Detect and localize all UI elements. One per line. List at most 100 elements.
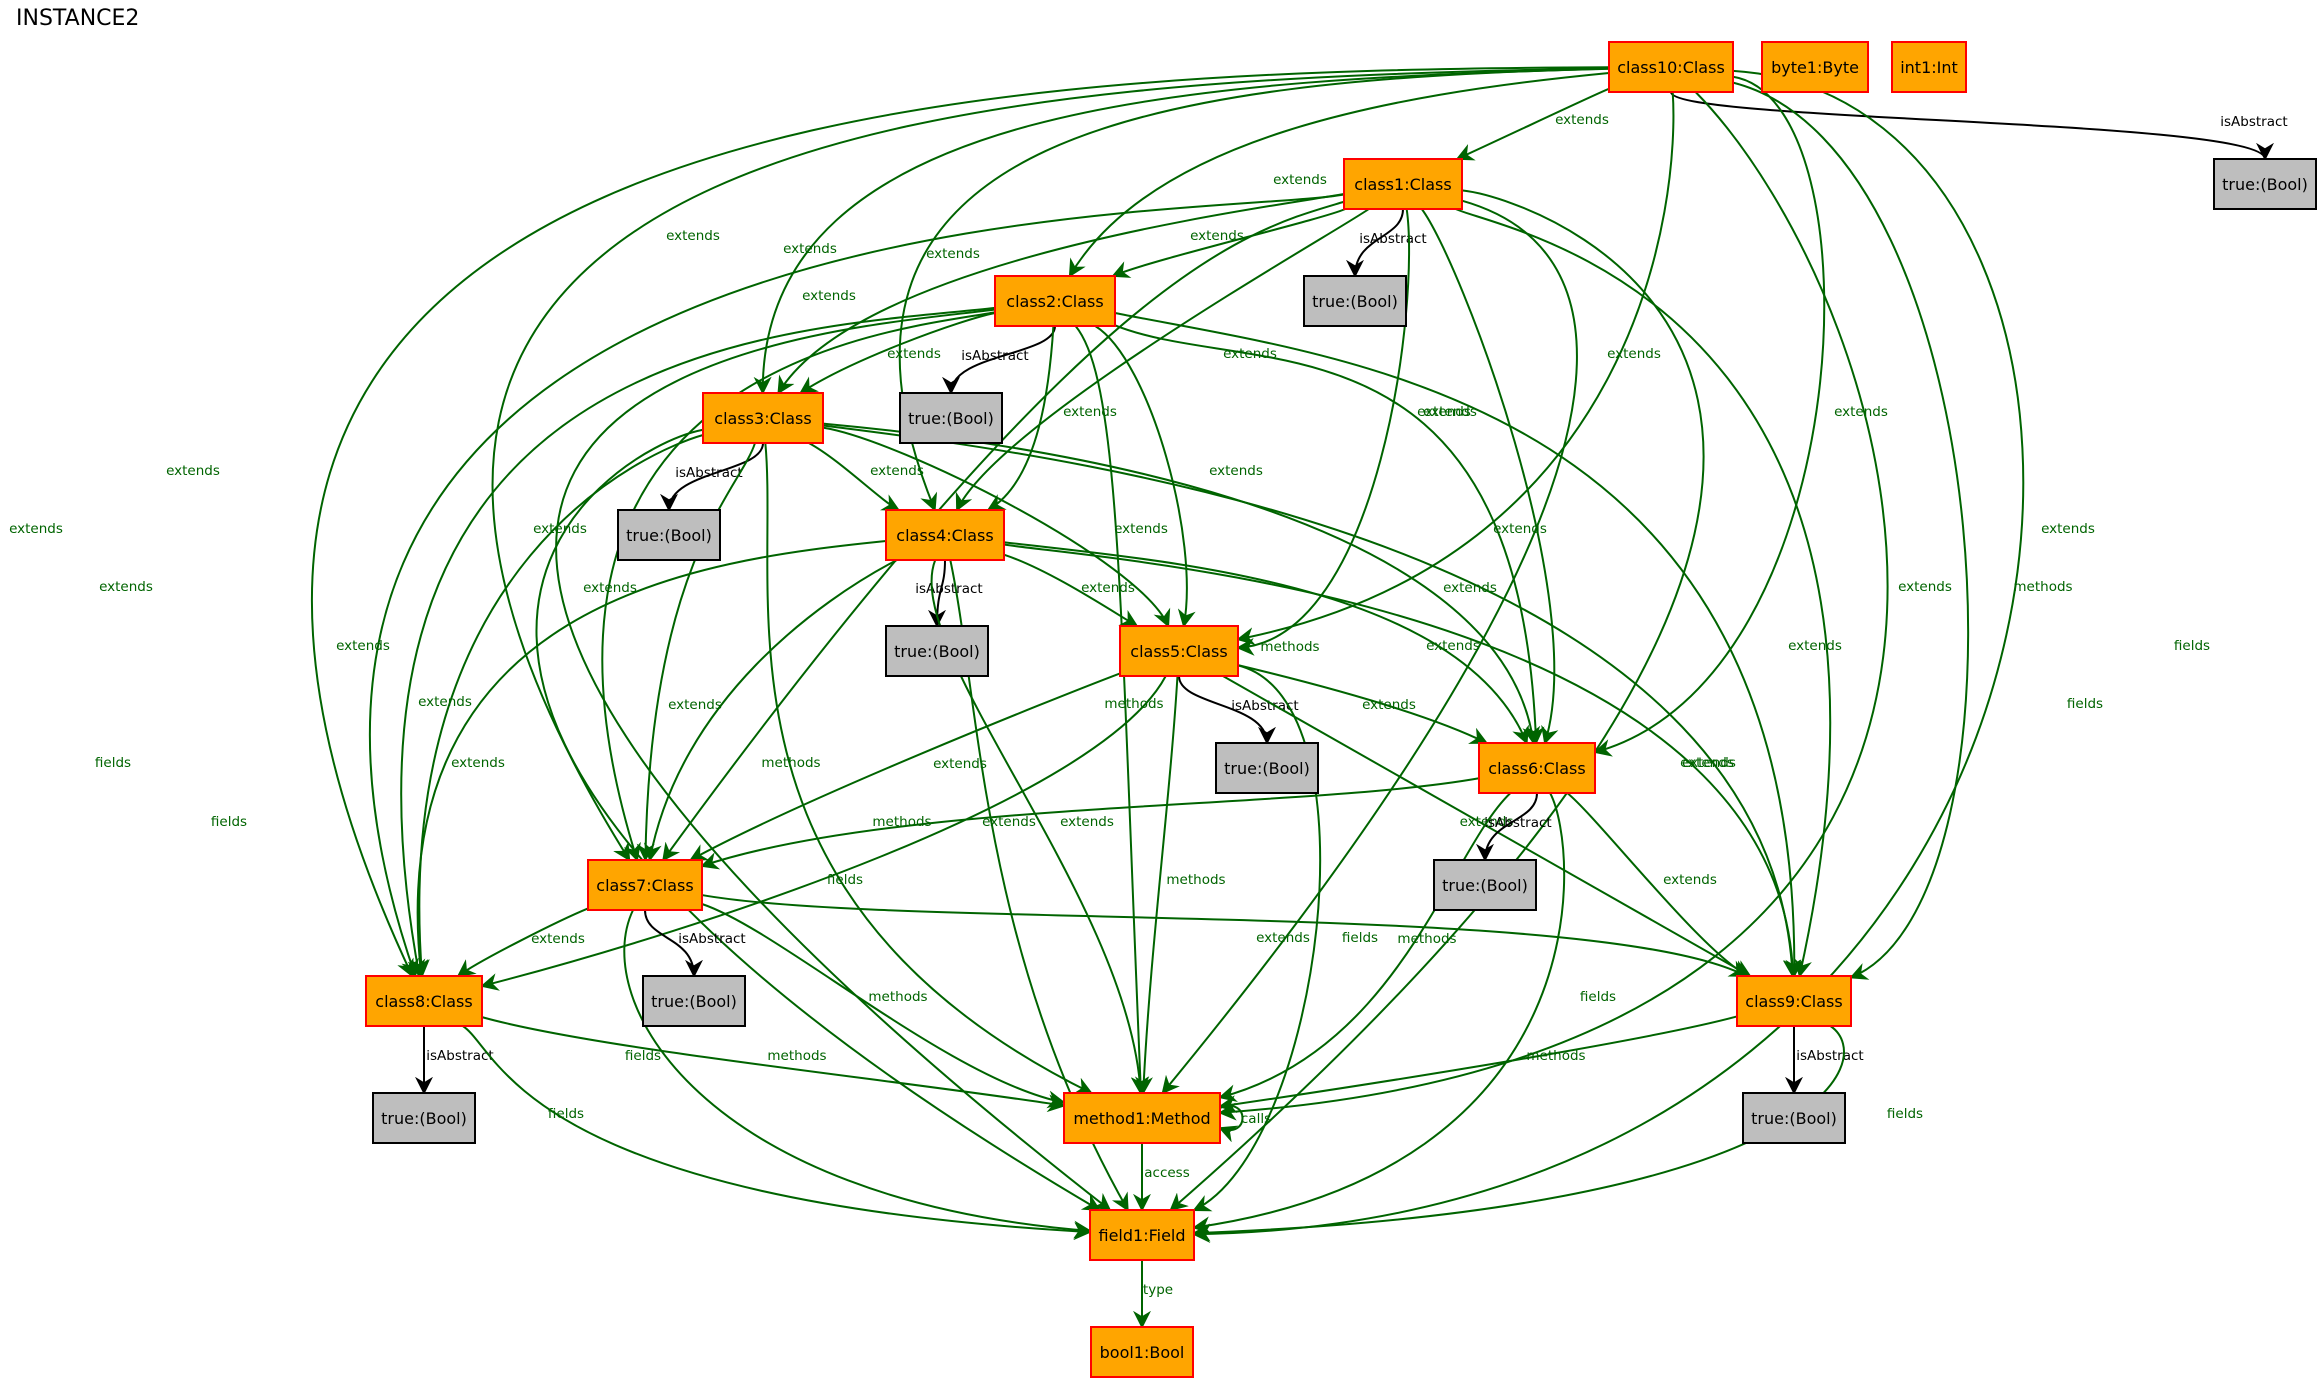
edge-line	[1218, 1105, 1244, 1143]
node-class2[interactable]: class2:Class	[994, 275, 1116, 327]
edge-line	[1455, 87, 1610, 161]
edge-line	[636, 442, 756, 862]
edge-line	[1134, 675, 1179, 1095]
node-b3[interactable]: true:(Bool)	[617, 509, 721, 561]
edge-class6-fields-field1: fields	[1192, 792, 1616, 1235]
node-bool1[interactable]: bool1:Bool	[1090, 1326, 1194, 1378]
edge-class1-extends-class8: extends	[99, 193, 1345, 978]
node-label: class10:Class	[1617, 58, 1725, 77]
edge-line	[1218, 792, 1512, 1102]
node-label: class4:Class	[896, 526, 993, 545]
edge-class4-extends-class6: extends	[1003, 541, 1529, 745]
node-b4[interactable]: true:(Bool)	[885, 625, 989, 677]
node-label: int1:Int	[1900, 58, 1958, 77]
edge-label: extends	[870, 463, 924, 479]
edge-class5-extends-class7: extends	[689, 672, 1121, 861]
node-label: class3:Class	[714, 409, 811, 428]
edge-class1-isAbstract-b1: isAbstract	[1346, 208, 1427, 278]
edge-class4-extends-class7: extends	[643, 559, 898, 862]
edge-line	[1732, 81, 1970, 980]
node-b5[interactable]: true:(Bool)	[1215, 742, 1319, 794]
edge-label: extends	[2041, 521, 2095, 537]
edge-line	[1068, 71, 1610, 278]
node-method1[interactable]: method1:Method	[1063, 1092, 1221, 1144]
edge-line	[1192, 69, 2025, 1243]
edge-line	[623, 909, 1092, 1239]
edge-label: methods	[767, 1048, 826, 1064]
edge-line	[701, 894, 1748, 977]
edge-class5-fields-field1: fields	[1192, 664, 1378, 1212]
node-box	[617, 509, 721, 561]
node-b1[interactable]: true:(Bool)	[1303, 275, 1407, 327]
edge-class6-extends-class9: extends	[1566, 792, 1750, 977]
node-class9[interactable]: class9:Class	[1736, 975, 1852, 1027]
node-field1[interactable]: field1:Field	[1089, 1209, 1195, 1261]
node-class8[interactable]: class8:Class	[365, 975, 483, 1027]
edge-label: extends	[451, 755, 505, 771]
edge-label: extends	[531, 931, 585, 947]
edge-label: extends	[783, 241, 837, 257]
node-box	[2213, 158, 2317, 210]
edge-class3-extends-class8: extends	[411, 434, 704, 978]
edge-label: isAbstract	[1359, 231, 1426, 247]
edge-class2-extends-class6: extends	[1114, 324, 1547, 745]
edge-label: methods	[868, 989, 927, 1005]
edge-line	[1114, 312, 1804, 978]
node-b6[interactable]: true:(Bool)	[1433, 859, 1537, 911]
edge-class7-fields-field1: fields	[623, 909, 1092, 1239]
node-b10[interactable]: true:(Bool)	[2213, 158, 2317, 210]
node-label: true:(Bool)	[626, 526, 712, 545]
node-box	[1303, 275, 1407, 327]
node-class10[interactable]: class10:Class	[1608, 41, 1734, 93]
node-class4[interactable]: class4:Class	[885, 509, 1005, 561]
edge-label: extends	[1555, 112, 1609, 128]
node-b7[interactable]: true:(Bool)	[642, 975, 746, 1027]
edge-class7-extends-class9: extends	[701, 894, 1748, 977]
edge-class3-extends-class9: extends	[822, 424, 1801, 978]
node-b2[interactable]: true:(Bool)	[899, 392, 1003, 444]
edge-line	[1003, 553, 1139, 627]
node-label: class7:Class	[596, 876, 693, 895]
edge-class10-extends-class8: extends	[9, 66, 1610, 978]
node-class1[interactable]: class1:Class	[1343, 158, 1463, 210]
node-class3[interactable]: class3:Class	[702, 392, 824, 444]
edge-class1-extends-class5: extends	[1236, 208, 1477, 656]
edge-label: extends	[1423, 404, 1477, 420]
edge-line	[1114, 324, 1545, 745]
edge-label: extends	[1209, 463, 1263, 479]
edge-line	[777, 193, 1345, 395]
edge-line	[930, 559, 1149, 1095]
edge-line	[660, 442, 764, 512]
edge-class10-fields-field1: fields	[1192, 69, 2210, 1243]
node-box	[1215, 742, 1319, 794]
edge-line	[310, 66, 1610, 978]
edge-label: isAbstract	[1484, 815, 1551, 831]
edge-label: methods	[761, 755, 820, 771]
node-byte1[interactable]: byte1:Byte	[1761, 41, 1869, 93]
edge-label: fields	[548, 1106, 584, 1122]
edge-class7-isAbstract-b7: isAbstract	[644, 909, 746, 978]
node-b9[interactable]: true:(Bool)	[1742, 1092, 1846, 1144]
edge-label: extends	[1063, 404, 1117, 420]
edge-class5-extends-class8: extends	[480, 675, 1167, 991]
edge-class7-methods-method1: methods	[701, 903, 1066, 1109]
edge-class2-isAbstract-b2: isAbstract	[942, 325, 1056, 395]
node-label: byte1:Byte	[1771, 58, 1859, 77]
node-class5[interactable]: class5:Class	[1119, 625, 1239, 677]
edge-line	[369, 193, 1345, 978]
node-int1[interactable]: int1:Int	[1891, 41, 1967, 93]
node-b8[interactable]: true:(Bool)	[372, 1092, 476, 1144]
node-class6[interactable]: class6:Class	[1478, 742, 1596, 794]
node-class7[interactable]: class7:Class	[587, 859, 703, 911]
edge-label: fields	[2067, 696, 2103, 712]
node-label: true:(Bool)	[381, 1109, 467, 1128]
edge-label: isAbstract	[915, 581, 982, 597]
node-box	[1090, 1326, 1194, 1378]
node-label: true:(Bool)	[651, 992, 737, 1011]
edge-label: extends	[1788, 638, 1842, 654]
edge-label: extends	[533, 521, 587, 537]
edge-line	[491, 67, 1610, 862]
edge-class4-extends-class5: extends	[1003, 553, 1139, 627]
edge-label: fields	[827, 872, 863, 888]
node-label: class8:Class	[375, 992, 472, 1011]
